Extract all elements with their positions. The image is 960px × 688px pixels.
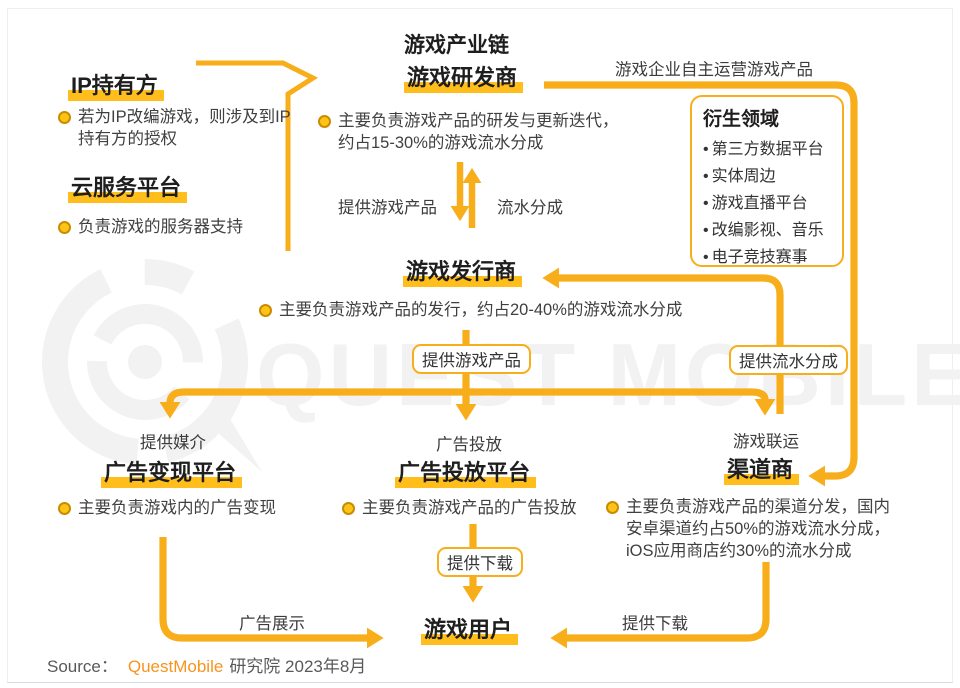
bullet-icon	[58, 221, 71, 234]
node-channel-desc: 主要负责游戏产品的渠道分发，国内 安卓渠道约占50%的游戏流水分成， iOS应用…	[606, 496, 916, 562]
label-self-operate: 游戏企业自主运营游戏产品	[615, 61, 813, 79]
arrow-selfoperate-to-channel	[544, 81, 858, 487]
node-ad-monetization-desc: 主要负责游戏内的广告变现	[58, 497, 276, 519]
node-cloud-platform-title: 云服务平台	[68, 174, 188, 203]
label-provide-download: 提供下载	[622, 615, 688, 633]
label-provide-download-boxed: 提供下载	[437, 547, 523, 577]
arrow-channel-to-user	[550, 562, 770, 649]
bullet-icon	[259, 304, 272, 317]
derivative-item: 电子竞技赛事	[703, 244, 838, 271]
derivative-item: 改编影视、音乐	[703, 217, 838, 244]
derivative-fields-list: 第三方数据平台实体周边游戏直播平台改编影视、音乐电子竞技赛事	[703, 136, 838, 271]
node-channel-title: 渠道商	[724, 456, 800, 485]
node-ad-placement-title: 广告投放平台	[395, 459, 537, 488]
node-ad-placement-desc: 主要负责游戏产品的广告投放	[342, 497, 577, 519]
derivative-item: 实体周边	[703, 163, 838, 190]
source-suffix: 研究院 2023年8月	[229, 657, 367, 676]
logo-center-dot	[128, 345, 162, 379]
derivative-fields-title: 衍生领域	[703, 109, 780, 130]
node-developer-title: 游戏研发商	[404, 64, 524, 93]
bracket-left-suppliers	[196, 60, 319, 251]
arrow-channel-to-publisher	[542, 267, 784, 414]
derivative-item: 第三方数据平台	[703, 136, 838, 163]
arrow-admonetization-to-user	[159, 537, 384, 649]
bullet-icon	[318, 115, 331, 128]
node-publisher-title: 游戏发行商	[403, 258, 523, 287]
bullet-icon	[58, 111, 71, 124]
label-provide-game-product-boxed: 提供游戏产品	[412, 344, 531, 374]
label-provide-media: 提供媒介	[140, 434, 206, 452]
node-ip-holder-desc: 若为IP改编游戏，则涉及到IP 持有方的授权	[58, 106, 303, 150]
label-ad-display: 广告展示	[239, 615, 305, 633]
label-joint-operation: 游戏联运	[733, 433, 799, 451]
arrow-split-to-channel	[464, 388, 776, 416]
source-brand: QuestMobile	[127, 657, 224, 676]
node-cloud-platform-desc: 负责游戏的服务器支持	[58, 216, 303, 238]
node-publisher-desc: 主要负责游戏产品的发行，约占20-40%的游戏流水分成	[259, 299, 682, 321]
arrow-split-to-admonetization	[159, 388, 468, 419]
node-game-user-title: 游戏用户	[421, 616, 519, 645]
source-line: Source： QuestMobile 研究院 2023年8月	[47, 652, 366, 677]
source-prefix: Source：	[47, 657, 118, 676]
derivative-item: 游戏直播平台	[703, 190, 838, 217]
label-provide-revenue-share-boxed: 提供流水分成	[729, 345, 848, 375]
node-ad-monetization-title: 广告变现平台	[101, 459, 243, 488]
bullet-icon	[606, 501, 619, 514]
label-ad-placement: 广告投放	[436, 436, 502, 454]
bullet-icon	[342, 502, 355, 515]
page-title: 游戏产业链	[404, 34, 509, 57]
derivative-fields-box: 衍生领域 第三方数据平台实体周边游戏直播平台改编影视、音乐电子竞技赛事	[690, 95, 844, 267]
node-ip-holder-title: IP持有方	[68, 72, 164, 101]
bullet-icon	[58, 502, 71, 515]
label-provide-game-product: 提供游戏产品	[338, 199, 437, 217]
node-developer-desc: 主要负责游戏产品的研发与更新迭代， 约占15-30%的游戏流水分成	[318, 110, 628, 154]
logo-tail	[208, 412, 262, 472]
label-revenue-share: 流水分成	[497, 199, 563, 217]
